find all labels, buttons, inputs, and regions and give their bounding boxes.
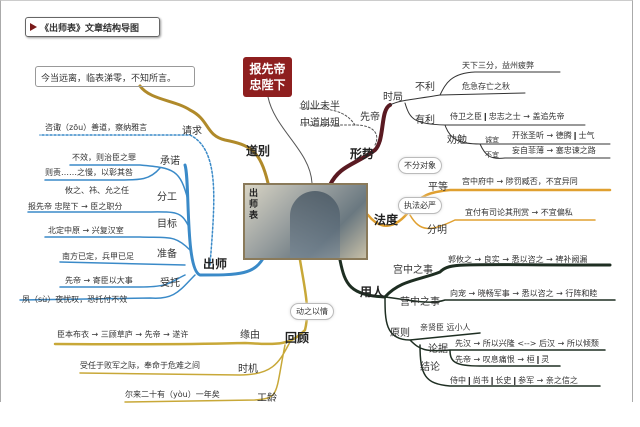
node-buyi: 不宜: [485, 151, 499, 159]
node-qingqiu: 请求: [182, 126, 202, 137]
node-shiji: 时机: [238, 364, 258, 375]
bubble: 动之以情: [290, 303, 334, 320]
node-quanmian: 劝勉: [447, 135, 467, 146]
node-gong: 宫中之事: [393, 265, 433, 276]
leaf: 尔来二十有（yòu）一年矣: [125, 390, 220, 399]
leaf: 臣本布衣 → 三顾草庐 → 先帝 → 遂许: [57, 330, 189, 339]
branch-red: [267, 96, 313, 184]
map-title: 《出师表》文章结构导图: [25, 17, 160, 37]
red-box: 报先帝忠陛下: [243, 57, 292, 97]
leaf: 北定中原 → 兴复汉室: [48, 226, 124, 235]
leaf: 开张圣听 → 德腾❙士气: [512, 131, 595, 140]
node-chengnuo: 承诺: [160, 156, 180, 167]
node-yuanze: 原则: [390, 328, 410, 339]
leaf: 南方已定，兵甲已足: [62, 252, 134, 261]
node-buli: 不利: [415, 82, 435, 93]
leaf: 不效，则治臣之罪: [72, 153, 136, 162]
node-gongling: 工龄: [257, 393, 277, 404]
node-shiju: 时局: [383, 92, 403, 103]
node-ying: 营中之事: [400, 297, 440, 308]
node-fenming: 分明: [427, 225, 447, 236]
branch-label-fadu: 法度: [374, 213, 399, 227]
quote-box: 今当远离，临表涕零，不知所言。: [35, 66, 195, 87]
red-box-line: 忠陛下: [249, 78, 286, 92]
center-image: 出师表: [243, 183, 368, 260]
node-mubiao: 目标: [157, 219, 177, 230]
branch-label-daobie: 道别: [246, 144, 271, 158]
leaf: 中道崩殂: [300, 118, 340, 129]
branch-label-xingshi: 形势: [350, 147, 375, 161]
leaf: 亲贤臣 远小人: [420, 323, 471, 332]
node-shoutuo: 受托: [160, 278, 180, 289]
leaf: 受任于败军之际，奉命于危难之间: [80, 361, 200, 370]
branch-yongren: [338, 258, 612, 299]
leaf: 则责……之慢，以彰其咎: [45, 168, 133, 177]
leaf: 天下三分，益州疲弊: [462, 61, 534, 70]
frame: [0, 0, 633, 402]
center-caption: 出师表: [249, 189, 259, 221]
leaf: 咨诹（zōu）善道，察纳雅言: [45, 123, 148, 132]
branch-label-chushi: 出师: [203, 257, 228, 271]
leaf: 危急存亡之秋: [462, 82, 510, 91]
leaf: 先帝 → 叹息痛恨 → 桓❙灵: [455, 355, 550, 364]
branch-label-huigu: 回顾: [285, 331, 310, 345]
leaf: 侍中❙尚书❙长史❙参军 → 亲之信之: [450, 376, 578, 385]
leaf: 创业未半: [300, 101, 340, 112]
branch-daobie: [138, 84, 270, 185]
bubble: 执法必严: [398, 197, 442, 214]
leaf: 夙（sù）夜忧叹，恐托付不效: [22, 295, 128, 304]
leaf: 报先帝 忠陛下 → 臣之职分: [28, 202, 123, 211]
leaf: 先汉 → 所以兴隆 <--> 后汉 → 所以倾颓: [455, 339, 599, 348]
leaf: 宜付有司论其刑赏 → 不宜偏私: [465, 208, 573, 217]
bubble: 不分对象: [398, 157, 442, 174]
node-pingdeng: 平等: [428, 182, 448, 193]
leaf: 妄自菲薄 → 塞忠谏之路: [512, 146, 596, 155]
node-chengyi: 诚宜: [485, 136, 499, 144]
node-zhunbei: 准备: [157, 249, 177, 260]
node-yuanyou: 缘由: [240, 330, 260, 341]
leaf: 侍卫之臣❙忠志之士 → 盖追先帝: [450, 112, 565, 121]
leaf: 攸之、祎、允之任: [65, 186, 129, 195]
node-xiandi: 先帝: [360, 112, 380, 123]
node-fengong: 分工: [157, 192, 177, 203]
leaf: 宫中府中 → 陟罚臧否，不宜异同: [462, 177, 578, 186]
branch-chushi: [183, 163, 267, 277]
branch-label-yongren: 用人: [360, 285, 385, 299]
branch-xingshi: [328, 103, 392, 187]
node-jielun: 结论: [420, 362, 440, 373]
leaf: 郭攸之 → 良实 → 悉以咨之 → 裨补阙漏: [448, 255, 588, 264]
node-lunju: 论据: [428, 344, 448, 355]
zhuge-liang-figure: [290, 191, 340, 258]
leaf: 先帝 → 寄臣以大事: [65, 276, 133, 285]
leaf: 向宠 → 晓畅军事 → 悉以咨之 → 行阵和睦: [450, 289, 598, 298]
red-box-line: 报先帝: [249, 62, 286, 76]
node-youli: 有利: [415, 115, 435, 126]
